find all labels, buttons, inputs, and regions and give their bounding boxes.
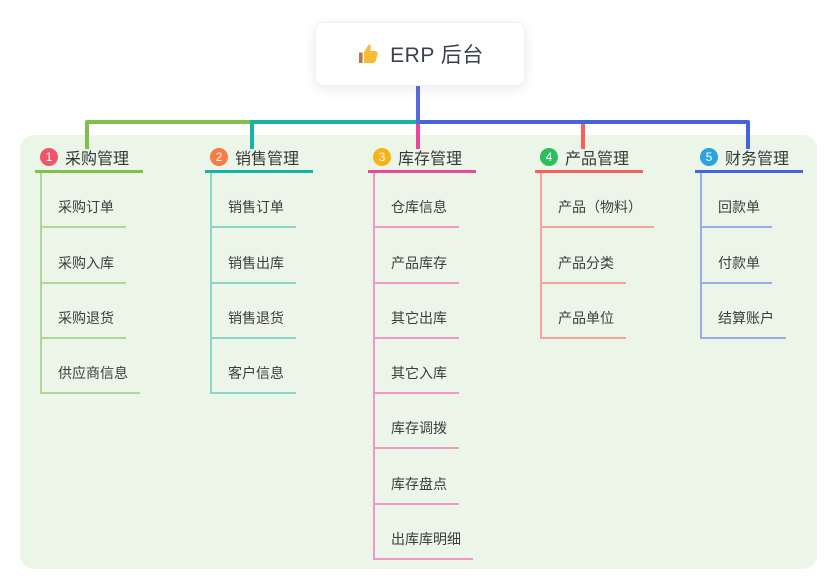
root-node[interactable]: ERP 后台	[315, 22, 525, 86]
node-label[interactable]: 库存调拨	[375, 418, 459, 450]
branch-items: 仓库信息 产品库存 其它出库 其它入库 库存调拨 库存盘点 出库库明细	[373, 173, 476, 561]
node-item: 产品（物料）	[542, 173, 654, 229]
branch-header-finance[interactable]: 5 财务管理	[695, 145, 803, 173]
node-item: 客户信息	[212, 339, 313, 395]
node-label[interactable]: 供应商信息	[42, 363, 140, 395]
node-item: 采购入库	[42, 228, 143, 284]
node-label[interactable]: 其它出库	[375, 308, 459, 339]
node-label[interactable]: 产品分类	[542, 253, 626, 284]
root-label: ERP 后台	[390, 44, 484, 67]
node-label[interactable]: 出库库明细	[375, 529, 473, 561]
branch-title: 财务管理	[725, 151, 790, 168]
node-item: 采购订单	[42, 173, 143, 229]
node-item: 库存调拨	[375, 394, 476, 450]
node-label[interactable]: 产品单位	[542, 308, 626, 339]
node-label[interactable]: 仓库信息	[375, 197, 459, 229]
branch-sales: 2 销售管理 销售订单 销售出库 销售退货 客户信息	[205, 145, 313, 395]
node-item: 仓库信息	[375, 173, 476, 229]
node-label[interactable]: 销售订单	[212, 197, 296, 229]
branch-product: 4 产品管理 产品（物料） 产品分类 产品单位	[535, 145, 654, 339]
thumbs-up-icon	[356, 42, 380, 66]
branch-items: 产品（物料） 产品分类 产品单位	[540, 173, 654, 339]
branch-inventory: 3 库存管理 仓库信息 产品库存 其它出库 其它入库 库存调拨 库存盘点 出库库…	[368, 145, 476, 561]
node-label[interactable]: 库存盘点	[375, 474, 459, 505]
branch-items: 回款单 付款单 结算账户	[700, 173, 803, 339]
node-item: 供应商信息	[42, 339, 143, 395]
node-item: 销售订单	[212, 173, 313, 229]
branch-header-product[interactable]: 4 产品管理	[535, 145, 643, 173]
branch-header-sales[interactable]: 2 销售管理	[205, 145, 313, 173]
branch-header-purchase[interactable]: 1 采购管理	[35, 145, 143, 173]
node-label[interactable]: 产品库存	[375, 253, 459, 284]
node-label[interactable]: 采购订单	[42, 197, 126, 229]
branch-finance: 5 财务管理 回款单 付款单 结算账户	[695, 145, 803, 339]
branch-number-badge: 1	[40, 148, 58, 166]
node-item: 回款单	[702, 173, 803, 229]
node-label[interactable]: 结算账户	[702, 308, 786, 339]
node-label[interactable]: 其它入库	[375, 363, 459, 395]
node-label[interactable]: 采购入库	[42, 253, 126, 284]
node-item: 产品分类	[542, 228, 643, 284]
node-label[interactable]: 付款单	[702, 253, 772, 284]
node-item: 其它出库	[375, 284, 476, 339]
node-item: 出库库明细	[375, 505, 476, 561]
branch-number-badge: 5	[700, 148, 718, 166]
node-label[interactable]: 回款单	[702, 197, 772, 229]
node-item: 产品单位	[542, 284, 643, 339]
branch-items: 采购订单 采购入库 采购退货 供应商信息	[40, 173, 143, 395]
node-label[interactable]: 客户信息	[212, 363, 296, 395]
node-item: 采购退货	[42, 284, 143, 339]
branch-purchase: 1 采购管理 采购订单 采购入库 采购退货 供应商信息	[35, 145, 143, 395]
node-label[interactable]: 采购退货	[42, 308, 126, 339]
branch-title: 销售管理	[235, 151, 300, 168]
branch-title: 产品管理	[565, 151, 630, 168]
branch-title: 采购管理	[65, 151, 130, 168]
node-label[interactable]: 产品（物料）	[542, 197, 654, 229]
node-item: 销售退货	[212, 284, 313, 339]
branch-number-badge: 2	[210, 148, 228, 166]
node-item: 销售出库	[212, 228, 313, 284]
node-item: 产品库存	[375, 228, 476, 284]
node-label[interactable]: 销售退货	[212, 308, 296, 339]
branch-number-badge: 4	[540, 148, 558, 166]
branch-title: 库存管理	[398, 151, 463, 168]
branch-items: 销售订单 销售出库 销售退货 客户信息	[210, 173, 313, 395]
node-label[interactable]: 销售出库	[212, 253, 296, 284]
branches-panel	[20, 135, 817, 569]
node-item: 其它入库	[375, 339, 476, 395]
node-item: 库存盘点	[375, 449, 476, 505]
branch-number-badge: 3	[373, 148, 391, 166]
branch-header-inventory[interactable]: 3 库存管理	[368, 145, 476, 173]
node-item: 结算账户	[702, 284, 803, 339]
node-item: 付款单	[702, 228, 803, 284]
